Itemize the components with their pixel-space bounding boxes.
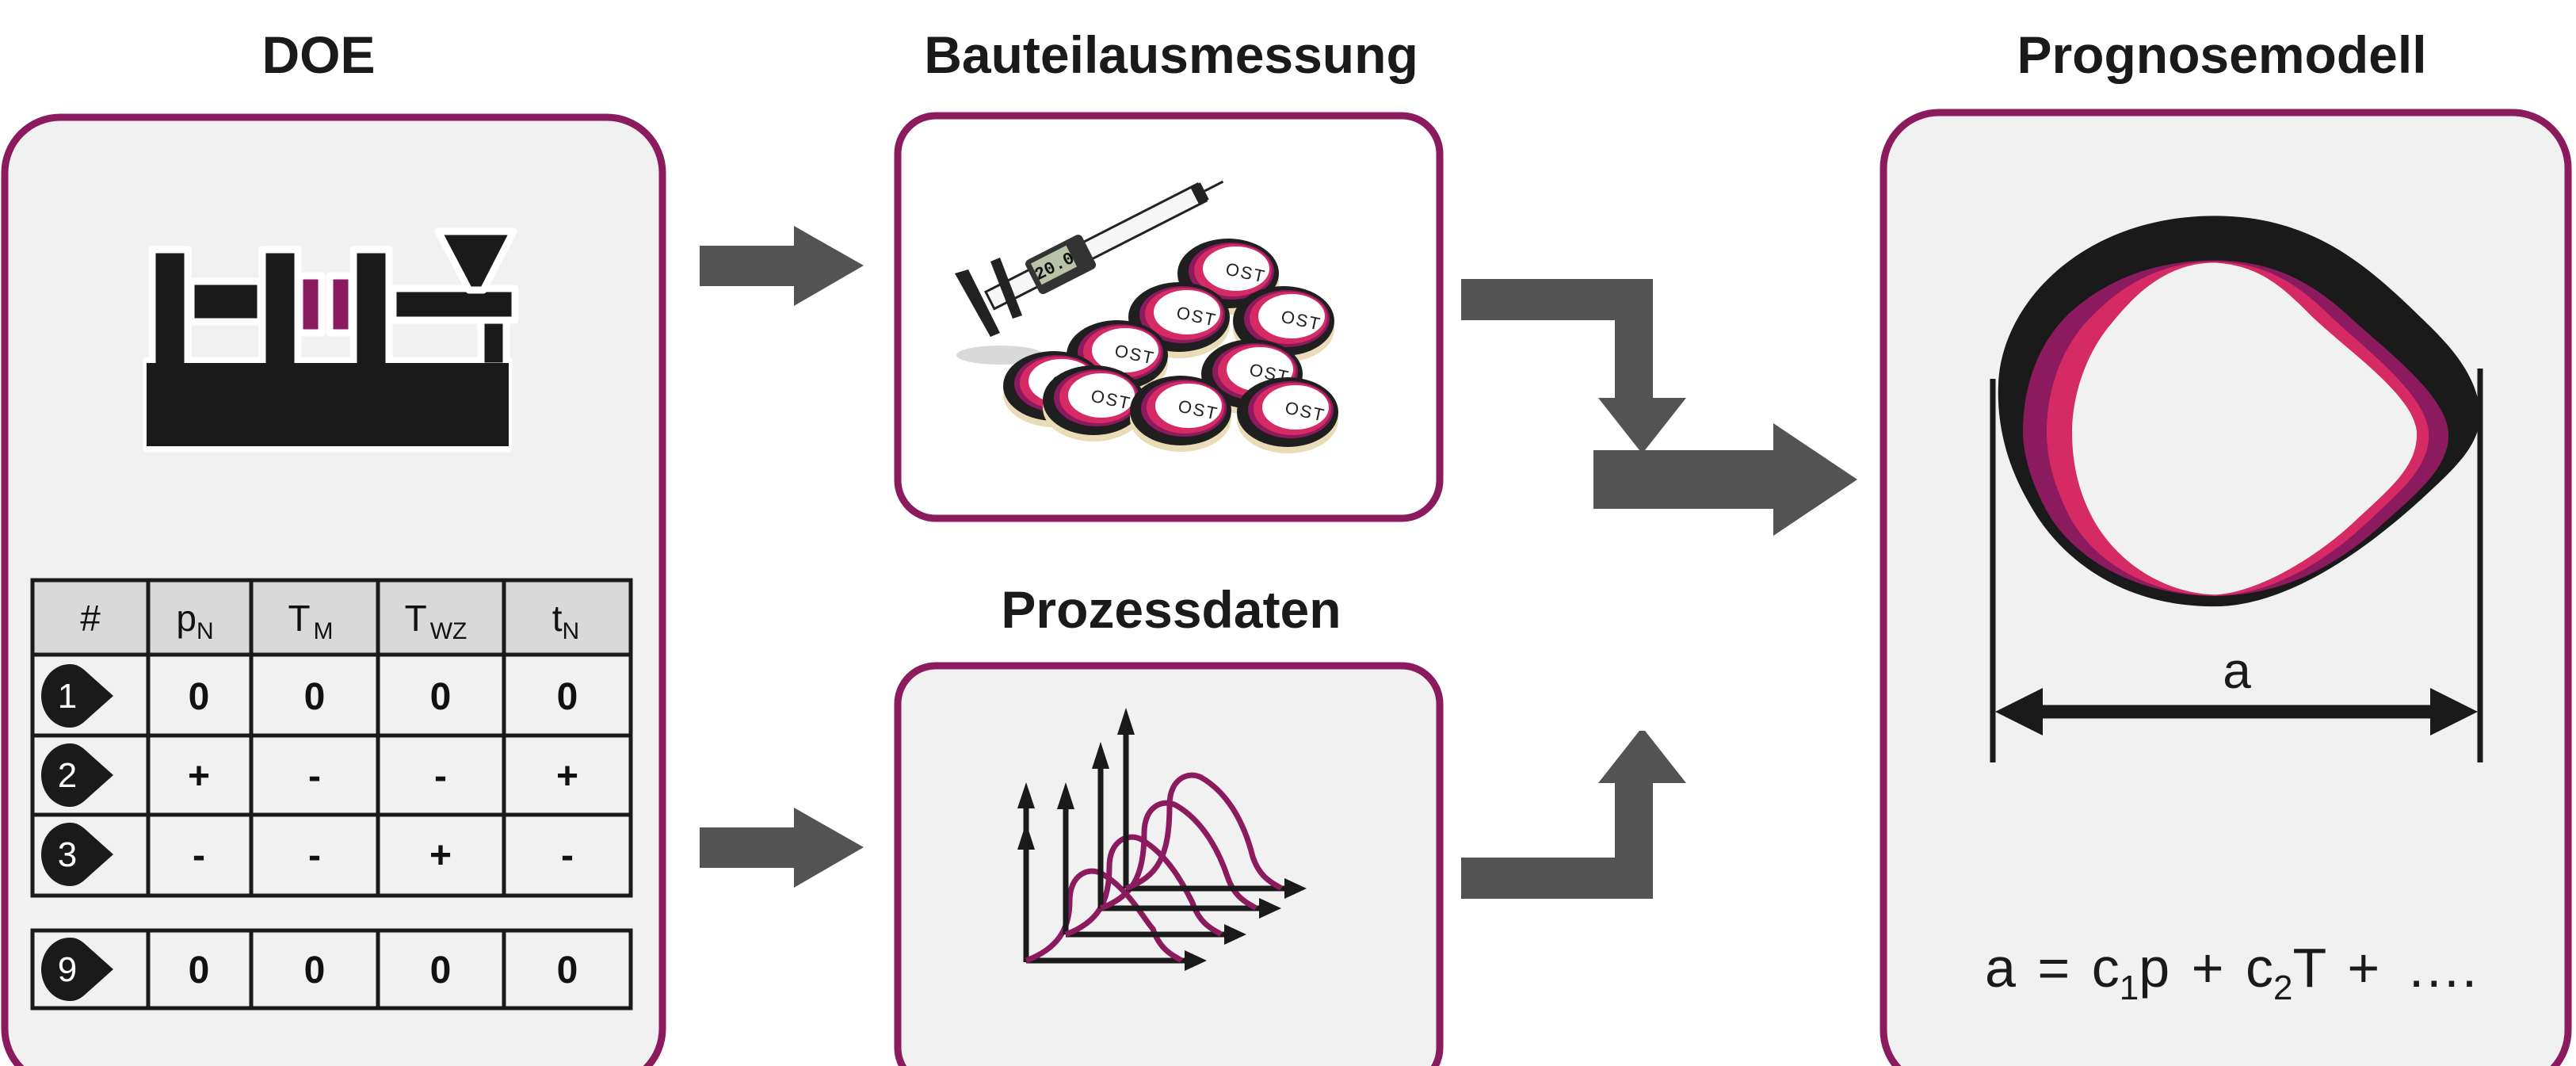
run-badge-icon — [41, 664, 113, 728]
process-data-title: Prozessdaten — [1001, 580, 1341, 639]
table-row: 3 - - + - — [41, 823, 574, 886]
cell-value: 0 — [430, 676, 452, 718]
run-badge-icon — [41, 823, 113, 886]
process-axis-set — [1117, 708, 1307, 899]
part-washer-icon: OST — [1043, 365, 1144, 441]
caliper-and-parts-photo: 20.0 — [955, 180, 1224, 365]
process-axis-set — [1057, 782, 1246, 945]
process-curves-drawing — [1017, 708, 1307, 971]
injection-molding-machine-icon — [143, 227, 519, 453]
run-badge-icon — [41, 938, 113, 1001]
cell-value: + — [556, 755, 578, 797]
cell-value: - — [308, 755, 321, 797]
arrow-to-measurement-icon — [700, 226, 864, 306]
cell-value: 0 — [189, 676, 210, 718]
model-title: Prognosemodell — [2017, 25, 2426, 84]
doe-title: DOE — [261, 25, 375, 84]
table-row: 2 + - - + — [41, 743, 578, 807]
arrow-down-icon — [1461, 279, 1686, 450]
cell-value: - — [193, 835, 205, 877]
arrow-right-icon — [1593, 423, 1857, 536]
part-washer-icon: OST — [1237, 377, 1338, 453]
part-washer-icon: OST — [1233, 286, 1334, 362]
measured-parts: OSTOSTOSTOSTOSTOSTOSTOSTOST — [1003, 239, 1338, 453]
cell-value: 0 — [557, 676, 578, 718]
dimension-label: a — [2223, 642, 2251, 699]
run-number: 2 — [58, 756, 77, 795]
header-pn: pN — [176, 598, 213, 644]
process-axis-set — [1092, 742, 1281, 919]
cell-value: - — [308, 835, 321, 877]
part-washer-icon: OST — [1128, 282, 1230, 358]
run-number: 1 — [58, 677, 77, 716]
arrow-left-icon — [1995, 688, 2043, 736]
arrow-to-process-data-icon — [700, 808, 864, 888]
cell-value: 0 — [189, 949, 210, 991]
part-contour-icon — [1998, 216, 2481, 607]
run-number: 9 — [58, 950, 77, 989]
run-number: 3 — [58, 835, 77, 874]
cell-value: 0 — [557, 949, 578, 991]
model-equation: a = c1p + c2T + …. — [1985, 937, 2477, 1007]
arrow-up-icon — [1461, 731, 1686, 899]
cell-value: - — [561, 835, 574, 877]
cell-value: 0 — [430, 949, 452, 991]
cell-value: + — [429, 835, 452, 877]
measurement-title: Bauteilausmessung — [924, 25, 1418, 84]
cell-value: - — [434, 755, 447, 797]
cell-value: + — [188, 755, 210, 797]
table-row: 9 0 0 0 0 — [30, 928, 633, 1011]
run-badge-icon — [41, 743, 113, 807]
cell-value: 0 — [304, 949, 326, 991]
header-run: # — [80, 598, 101, 639]
arrow-right-icon — [2430, 688, 2478, 736]
cell-value: 0 — [304, 676, 326, 718]
merge-arrows-icon — [1461, 279, 1857, 899]
table-row: 1 0 0 0 0 — [41, 664, 578, 728]
header-tn: tN — [552, 598, 579, 644]
dimension-indicator — [1990, 369, 2483, 762]
table-header-bg — [32, 580, 631, 655]
part-washer-icon: OST — [1130, 376, 1231, 452]
